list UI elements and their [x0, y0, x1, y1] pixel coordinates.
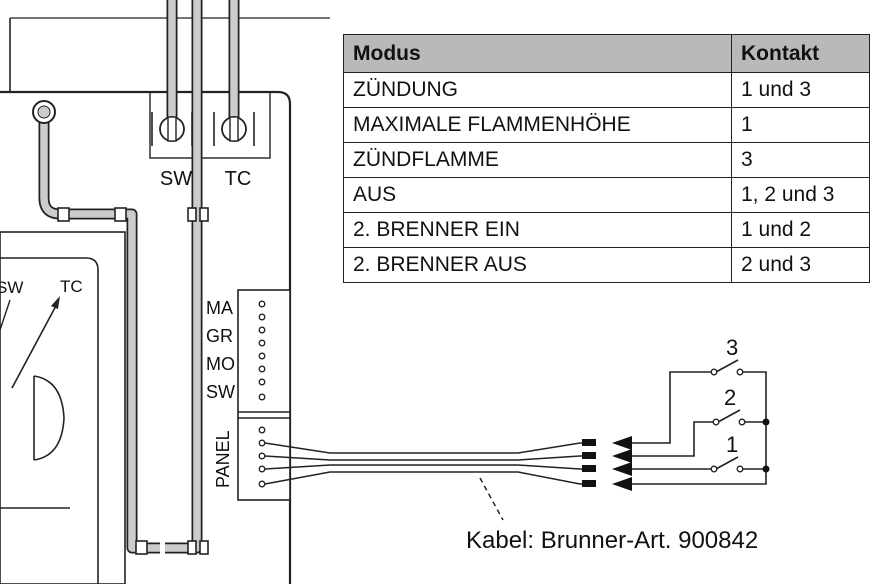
tc-screw-icon — [213, 112, 255, 146]
gauge-needle — [11, 301, 59, 389]
contact-cell: 1, 2 und 3 — [731, 177, 870, 213]
label-terminal-mo: MO — [206, 354, 235, 374]
sw-screw-icon — [151, 112, 193, 146]
table-header-row: Modus Kontakt — [343, 34, 870, 73]
label-terminal-ma: MA — [206, 298, 233, 318]
mode-cell: AUS — [343, 177, 732, 213]
label-sw-gauge: SW — [0, 278, 23, 297]
switch-contacts — [710, 368, 746, 473]
label-panel: PANEL — [213, 430, 233, 488]
gauge-dial — [33, 375, 65, 461]
caption-pointer — [479, 477, 504, 521]
control-unit-housing — [0, 90, 292, 584]
cable-caption: Kabel: Brunner-Art. 900842 — [466, 527, 759, 554]
switch-junctions — [762, 418, 770, 473]
header-kontakt: Kontakt — [731, 34, 870, 73]
gauge-needle-arrow — [51, 296, 60, 309]
table-row: MAXIMALE FLAMMENHÖHE 1 — [343, 107, 870, 143]
contact-cell: 1 und 2 — [731, 212, 870, 248]
capillary-tubes — [38, 0, 240, 554]
table-row: ZÜNDUNG 1 und 3 — [343, 72, 870, 108]
mode-cell: MAXIMALE FLAMMENHÖHE — [343, 107, 732, 143]
mode-cell: ZÜNDFLAMME — [343, 142, 732, 178]
terminal-pins — [258, 300, 266, 488]
mode-cell: 2. BRENNER AUS — [343, 247, 732, 283]
mode-cell: ZÜNDUNG — [343, 72, 732, 108]
mode-cell: 2. BRENNER EIN — [343, 212, 732, 248]
label-terminal-gr: GR — [206, 326, 233, 346]
knob-inner-icon — [37, 105, 51, 119]
arrow-icons — [612, 436, 632, 491]
label-terminal-sw: SW — [206, 382, 235, 402]
table-row: AUS 1, 2 und 3 — [343, 177, 870, 213]
table-row: 2. BRENNER EIN 1 und 2 — [343, 212, 870, 248]
mode-contact-table: Modus Kontakt ZÜNDUNG 1 und 3 MAXIMALE F… — [343, 34, 870, 283]
cable-connectors — [582, 439, 596, 487]
switch-wiring — [632, 359, 767, 485]
contact-cell: 1 — [731, 107, 870, 143]
fitting-block — [149, 91, 271, 159]
gauge-tick — [0, 299, 11, 331]
label-tc-gauge: TC — [60, 277, 83, 296]
table-row: ZÜNDFLAMME 3 — [343, 142, 870, 178]
label-switch-3: 3 — [726, 335, 738, 360]
tube-clips — [57, 207, 209, 555]
cable-wires — [264, 442, 596, 485]
label-switch-1: 1 — [726, 432, 738, 457]
table-row: 2. BRENNER AUS 2 und 3 — [343, 247, 870, 283]
label-sw-top: SW — [160, 168, 192, 190]
header-modus: Modus — [343, 34, 732, 73]
label-tc-top: TC — [225, 168, 252, 190]
contact-cell: 1 und 3 — [731, 72, 870, 108]
contact-cell: 2 und 3 — [731, 247, 870, 283]
contact-cell: 3 — [731, 142, 870, 178]
gauge-face — [0, 257, 99, 584]
label-switch-2: 2 — [724, 385, 736, 410]
